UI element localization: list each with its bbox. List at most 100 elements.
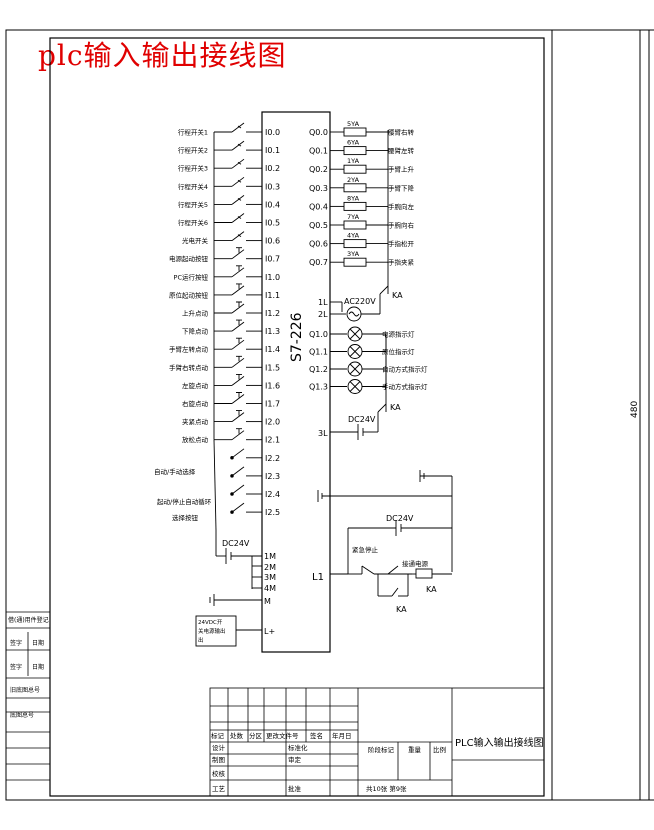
input-label: 右旋点动	[182, 399, 209, 408]
power-supply-label-1: 24VDC开	[198, 619, 223, 626]
coil-label: 8YA	[347, 194, 360, 202]
switch-contact	[231, 285, 245, 296]
switch-contact	[231, 321, 245, 332]
push-button-actuator	[236, 283, 242, 289]
lamp-label: 电源指示灯	[382, 330, 415, 339]
switch-contact	[231, 249, 245, 260]
switch-contact	[231, 231, 245, 241]
dimension-label: 480	[630, 401, 640, 418]
coil-label: 5YA	[347, 120, 360, 128]
output-section: Q0.05YA腰臂右转Q0.16YA腰臂左转Q0.21YA手臂上升Q0.32YA…	[309, 120, 415, 267]
terminal-4m: 4M	[264, 584, 276, 593]
switch-contact	[231, 122, 245, 133]
switch-contact	[231, 394, 245, 404]
switch-contact	[231, 484, 245, 495]
lamp-address: Q1.3	[309, 383, 328, 392]
tb-h1: 标记	[211, 731, 225, 740]
input-label: 下降点动	[182, 327, 209, 336]
terminal-1l: 1L	[318, 298, 328, 307]
dc24v-contactor-label: DC24V	[386, 514, 414, 523]
dc-lamp-circuit	[330, 336, 387, 440]
tb-design: 设计	[212, 743, 226, 752]
input-address: I1.3	[265, 327, 280, 336]
lamp-row	[330, 344, 386, 359]
title-block	[209, 687, 545, 797]
left-strip-date-1: 日期	[32, 639, 44, 647]
input-label: 夹紧点动	[182, 417, 209, 426]
left-strip-sign-2: 签字	[10, 663, 22, 671]
input-label: 光电开关	[182, 236, 209, 245]
input-row	[214, 301, 262, 314]
input-address: I1.1	[265, 291, 280, 300]
input-row	[214, 195, 262, 205]
switch-contact	[231, 140, 245, 151]
left-strip-label-3: 底图总号	[10, 711, 34, 719]
lamp-row	[330, 379, 386, 394]
input-row	[230, 466, 262, 478]
push-button-actuator	[236, 355, 242, 362]
push-button-actuator	[236, 410, 242, 416]
solenoid-coil	[343, 127, 367, 137]
switch-contact	[231, 430, 245, 441]
input-address: I0.5	[265, 219, 280, 228]
tb-approve: 批准	[288, 784, 302, 793]
input-row	[214, 265, 262, 278]
input-row	[214, 247, 262, 260]
output-label: 手臂上升	[388, 165, 415, 174]
solenoid-coil	[343, 220, 367, 230]
plc-model-label: S7-226	[289, 312, 305, 362]
output-address: Q0.0	[309, 128, 328, 137]
ka-label-ac: KA	[392, 291, 403, 300]
page-title: plc输入输出接线图	[38, 39, 287, 72]
output-row	[330, 146, 388, 156]
input-address: I1.5	[265, 363, 280, 372]
input-row	[214, 140, 262, 151]
input-address: I2.2	[265, 454, 280, 463]
tb-process: 工艺	[212, 785, 226, 793]
selector-auto-manual-label: 自动/手动选择	[154, 467, 196, 476]
input-row	[214, 410, 262, 423]
coil-label: 1YA	[347, 157, 360, 165]
switch-contact	[231, 176, 245, 187]
output-row	[330, 220, 388, 230]
terminal-l1: L1	[312, 572, 324, 583]
tb-stage: 阶段标记	[368, 745, 395, 754]
solenoid-coil	[343, 183, 367, 193]
output-row	[330, 201, 388, 211]
lamp-label: 原位指示灯	[382, 347, 415, 356]
dc24v-input-label: DC24V	[222, 539, 250, 548]
left-strip-date-2: 日期	[32, 663, 44, 671]
switch-contact	[231, 376, 245, 386]
switch-contact	[231, 466, 245, 477]
selector-cycle-label-2: 选择按钮	[172, 513, 199, 522]
ac-supply-circuit	[330, 130, 389, 322]
switch-contact	[231, 339, 245, 350]
input-row	[214, 373, 262, 386]
input-row	[214, 337, 262, 350]
ac220v-label: AC220V	[344, 297, 376, 306]
output-address: Q0.6	[309, 240, 328, 249]
output-label: 手腕向右	[388, 221, 415, 230]
tb-h2: 处数	[230, 731, 244, 740]
dc24v-lamp-label: DC24V	[348, 415, 376, 424]
tb-sheets: 共10张 第9张	[366, 784, 407, 793]
output-row	[330, 183, 388, 193]
input-row	[214, 122, 262, 133]
tb-h3: 分区	[249, 731, 263, 740]
terminal-2m: 2M	[264, 563, 276, 572]
input-address: I0.1	[265, 146, 280, 155]
coil-label: 7YA	[347, 213, 360, 221]
ground-rail	[317, 470, 453, 572]
input-address: I0.3	[265, 182, 280, 191]
tb-h6: 年月日	[332, 731, 352, 740]
power-supply-label-2: 关电源输出	[198, 627, 226, 635]
left-strip	[6, 611, 50, 781]
ka-label-dc: KA	[390, 403, 401, 412]
tb-weight: 重量	[408, 746, 422, 754]
input-address: I0.2	[265, 164, 280, 173]
switch-contact	[231, 158, 245, 169]
push-button-actuator	[236, 247, 242, 253]
contactor-circuit	[330, 520, 452, 597]
